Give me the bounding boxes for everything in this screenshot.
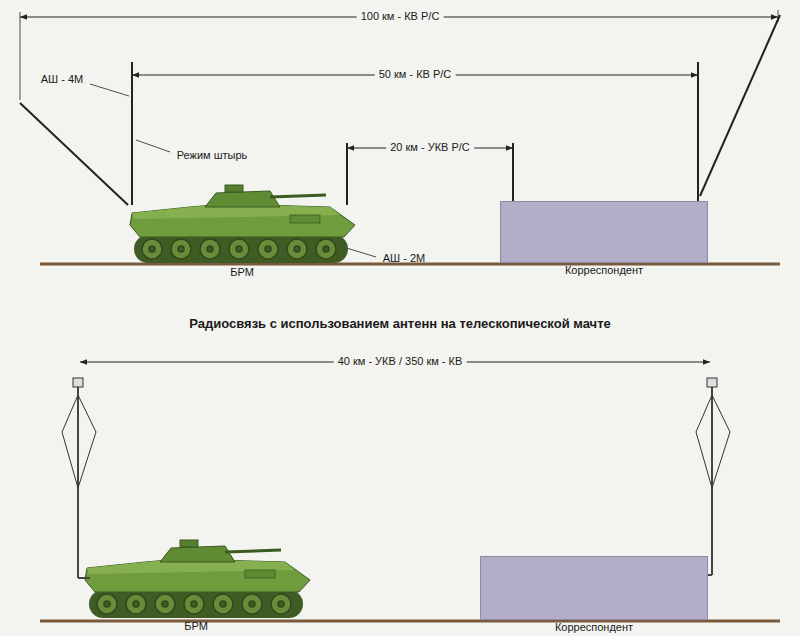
dimension-label: 50 км - КВ Р/С [375,68,456,81]
dimension-label: 40 км - УКВ / 350 км - КВ [334,355,467,368]
mode-label: Режим штырь [177,149,248,162]
correspondent-box: Корреспондент [480,556,708,620]
dimension-label: 100 км - КВ Р/С [357,10,444,23]
antenna-label: АШ - 4М [41,73,83,86]
antenna-label: АШ - 2М [383,252,425,265]
correspondent-box: Корреспондент [500,201,708,263]
vehicle-label: БРМ [184,621,208,634]
node-label: Корреспондент [565,264,643,276]
dimension-label: 20 км - УКВ Р/С [386,141,474,154]
section-heading: Радиосвязь с использованием антенн на те… [189,316,610,332]
vehicle-label: БРМ [230,266,254,279]
node-label: Корреспондент [555,621,633,633]
